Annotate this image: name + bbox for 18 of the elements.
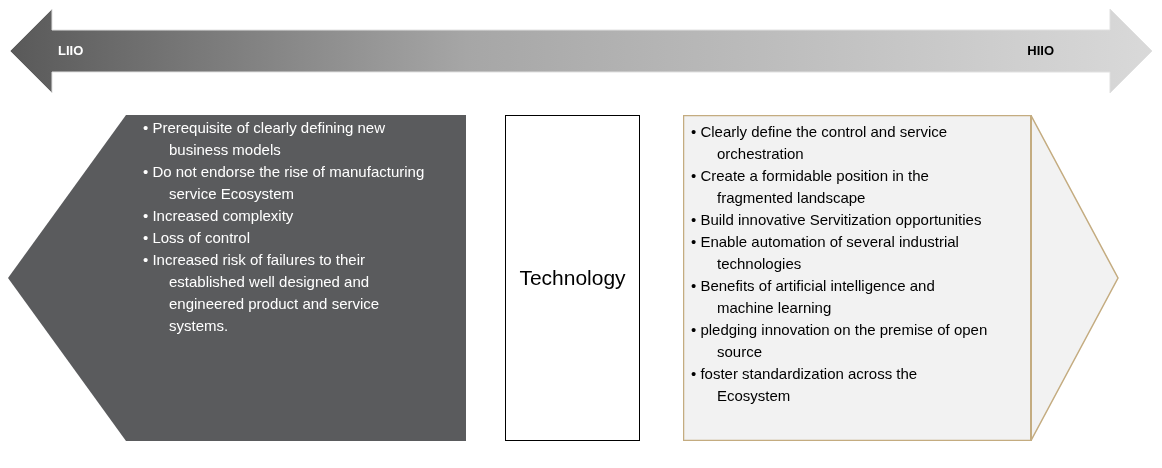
bullet-item: • foster standardization across the Ecosystem bbox=[691, 364, 919, 406]
bullet-item: • Create a formidable position in the fragmented landscape bbox=[691, 166, 930, 208]
chevron-panel bbox=[683, 115, 1119, 441]
scale-end-label: HIIO bbox=[1027, 43, 1054, 58]
bullet-item: • Enable automation of several industrial technologies bbox=[691, 232, 960, 274]
bullet-item: • Benefits of artificial intelligence and machine learning bbox=[691, 276, 936, 318]
technology-box bbox=[505, 115, 640, 441]
bullet-item: • Increased risk of failures to their established well designed and engineered product and service systems. bbox=[143, 250, 381, 336]
box-label: Technology bbox=[518, 266, 627, 290]
bullet-item: • Build innovative Servitization opportunities bbox=[691, 210, 983, 230]
bullet-item: • Loss of control bbox=[143, 228, 251, 248]
bullet-item: • Increased complexity bbox=[143, 206, 295, 226]
bullet-item: • Clearly define the control and service orchestration bbox=[691, 122, 949, 164]
pentagon-panel bbox=[8, 115, 466, 441]
bullet-item: • Do not endorse the rise of manufacturing service Ecosystem bbox=[143, 162, 426, 204]
bullet-item: • Prerequisite of clearly defining new business models bbox=[143, 118, 387, 160]
scale-end-label: LIIO bbox=[58, 43, 84, 58]
bullet-item: • pledging innovation on the premise of open source bbox=[691, 320, 989, 362]
